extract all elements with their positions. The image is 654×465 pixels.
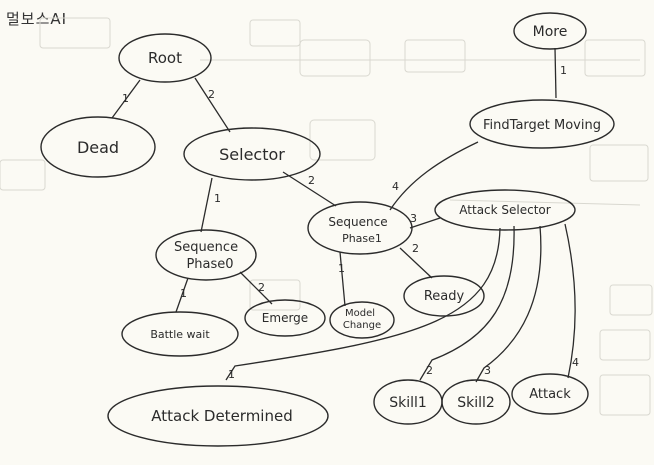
edge-more-findtarget xyxy=(554,47,557,99)
label-sequence-phase1-line1: Sequence xyxy=(328,215,387,229)
label-root: Root xyxy=(148,49,182,67)
label-battle-wait: Battle wait xyxy=(150,328,210,341)
label-sequence-phase1-line2: Phase1 xyxy=(342,232,382,245)
label-skill1: Skill1 xyxy=(389,395,427,411)
node-more xyxy=(513,12,587,50)
edge-selector-seq0 xyxy=(200,177,213,233)
node-ready xyxy=(403,275,485,317)
node-find-target-moving xyxy=(469,99,615,149)
label-skill2: Skill2 xyxy=(457,395,495,411)
label-model-change-line1: Model xyxy=(345,308,375,319)
edge-seq1-ready xyxy=(399,247,433,279)
edge-label-more-findtarget: 1 xyxy=(560,64,567,77)
label-sequence-phase0-line1: Sequence xyxy=(174,240,238,255)
label-sequence-phase0-line2: Phase0 xyxy=(186,257,233,272)
node-model-change xyxy=(329,301,395,339)
page-title: 멀보스AI xyxy=(6,10,68,28)
label-attack-determined: Attack Determined xyxy=(151,407,292,425)
node-dead xyxy=(40,116,156,178)
edge-root-selector xyxy=(194,77,231,133)
node-skill2 xyxy=(441,379,511,425)
background-ghost-marks xyxy=(0,17,653,416)
node-labels: Root Dead Selector Sequence Phase0 Seque… xyxy=(77,24,601,425)
edge-label-selector-seq0: 1 xyxy=(214,192,221,205)
node-sequence-phase1 xyxy=(307,201,413,255)
label-selector: Selector xyxy=(219,145,285,164)
node-root xyxy=(118,33,212,83)
label-more: More xyxy=(533,24,568,40)
node-attack xyxy=(511,373,589,415)
edge-seq1-modelchange xyxy=(339,251,346,307)
node-selector xyxy=(183,127,321,181)
label-emerge: Emerge xyxy=(262,311,308,325)
label-attack: Attack xyxy=(529,387,571,402)
label-attack-selector: Attack Selector xyxy=(459,203,550,217)
edge-label-as-attack: 4 xyxy=(572,356,579,369)
edge-label-seq1-modelchange: 1 xyxy=(338,262,345,275)
edge-label-as-skill1: 2 xyxy=(426,364,433,377)
edge-root-dead xyxy=(111,79,141,119)
edge-as-skill1 xyxy=(419,225,515,381)
edge-label-seq1-findtarget: 4 xyxy=(392,180,399,193)
label-find-target-moving: FindTarget Moving xyxy=(483,118,601,133)
edge-label-root-dead: 1 xyxy=(122,92,129,105)
edges xyxy=(111,47,576,383)
edge-labels: 1 2 1 2 1 2 1 2 3 4 1 1 2 3 4 xyxy=(122,64,579,381)
edge-as-skill2 xyxy=(475,225,542,383)
edge-label-seq1-attackselector: 3 xyxy=(410,212,417,225)
nodes xyxy=(40,12,615,447)
edge-label-as-skill2: 3 xyxy=(484,364,491,377)
node-sequence-phase0 xyxy=(155,229,257,281)
edge-label-seq1-ready: 2 xyxy=(412,242,419,255)
edge-seq0-battlewait xyxy=(175,277,189,313)
label-dead: Dead xyxy=(77,138,119,157)
edge-as-attackdetermined xyxy=(225,227,501,381)
node-emerge xyxy=(244,299,326,337)
edge-as-attack xyxy=(564,223,576,379)
edge-selector-seq1 xyxy=(282,171,337,207)
node-attack-determined xyxy=(107,385,329,447)
edge-label-seq0-battlewait: 1 xyxy=(180,287,187,300)
edge-label-root-selector: 2 xyxy=(208,88,215,101)
edge-label-seq0-emerge: 2 xyxy=(258,281,265,294)
edge-seq1-findtarget xyxy=(389,141,479,211)
edge-label-selector-seq1: 2 xyxy=(308,174,315,187)
label-ready: Ready xyxy=(424,289,465,304)
edge-seq0-emerge xyxy=(239,271,273,305)
node-battle-wait xyxy=(121,311,239,357)
label-model-change-line2: Change xyxy=(343,320,381,331)
edge-label-as-attackdetermined: 1 xyxy=(228,368,235,381)
edge-seq1-attackselector xyxy=(409,217,441,229)
node-attack-selector xyxy=(434,189,576,231)
